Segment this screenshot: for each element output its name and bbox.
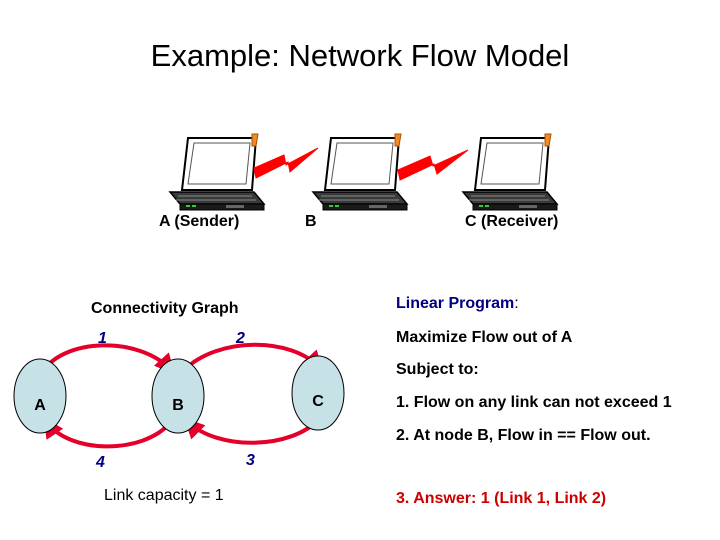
receiver-label: C (Receiver) [465,213,559,230]
edge-4 [43,417,172,449]
program-objective: Maximize Flow out of A [396,329,573,346]
laptop-b-icon [312,133,408,211]
middle-label: B [305,213,317,230]
constraint-1: 1. Flow on any link can not exceed 1 [396,394,672,411]
laptop-c-icon [462,133,558,211]
wireless-link-2-icon [397,149,469,181]
edge-4-label: 4 [96,454,105,471]
sender-label: A (Sender) [159,213,240,230]
node-b-label: B [172,397,184,414]
program-heading-bold: Linear Program [396,295,515,312]
edge-3 [184,416,322,445]
node-c [291,355,345,431]
wireless-link-1-icon [253,147,319,179]
program-heading-colon: : [514,295,519,312]
answer: 3. Answer: 1 (Link 1, Link 2) [396,490,607,507]
constraint-2: 2. At node B, Flow in == Flow out. [396,427,651,444]
node-c-label: C [312,393,324,410]
laptop-a-icon [169,133,265,211]
node-b [151,358,205,434]
node-a [13,358,67,434]
slide-title: Example: Network Flow Model [150,38,570,73]
node-a-label: A [34,397,46,414]
edge-1-label: 1 [98,330,107,347]
graph-title: Connectivity Graph [91,300,239,317]
edge-2-label: 2 [236,330,245,347]
capacity-note: Link capacity = 1 [104,487,224,504]
program-subject-to: Subject to: [396,361,479,378]
edge-1 [40,343,175,375]
edge-3-label: 3 [246,452,255,469]
program-heading: Linear Program: [396,295,519,313]
